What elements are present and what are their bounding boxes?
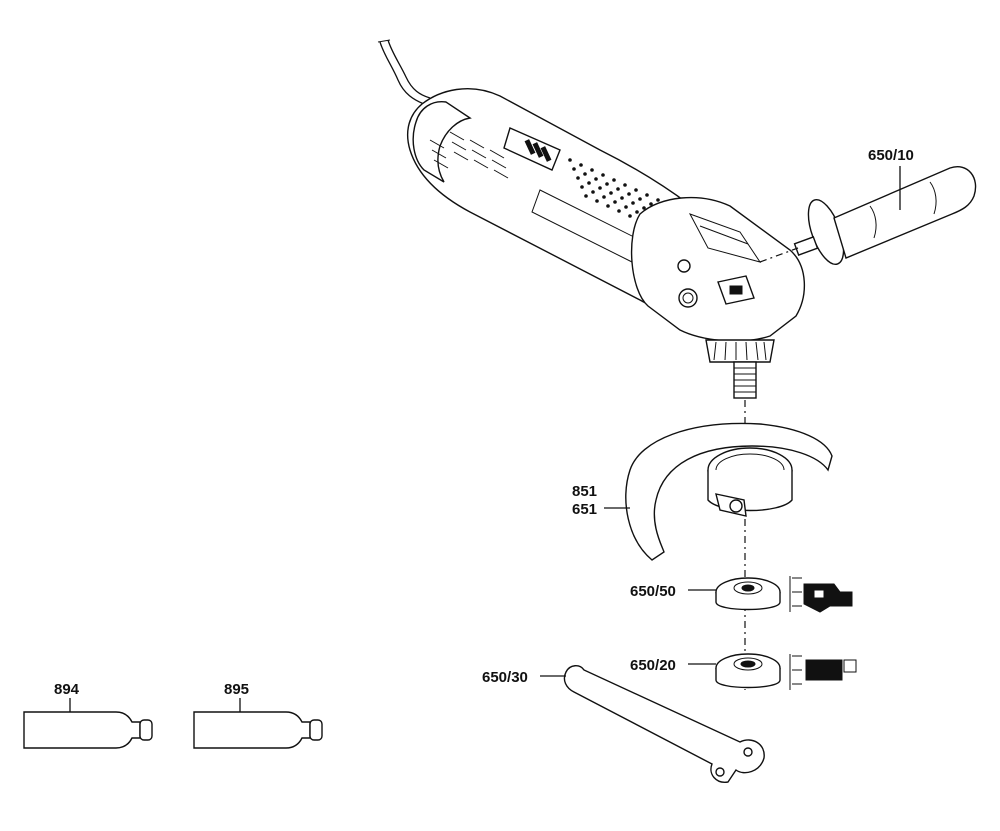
grip-dot bbox=[616, 187, 620, 191]
grip-dot bbox=[649, 202, 653, 206]
grip-dot bbox=[624, 205, 628, 209]
grip-dot bbox=[576, 176, 580, 180]
label-894: 894 bbox=[54, 681, 80, 698]
label-851: 851 bbox=[572, 483, 597, 500]
grip-dot bbox=[601, 173, 605, 177]
grip-dot bbox=[613, 200, 617, 204]
grip-dot bbox=[568, 158, 572, 162]
grip-dot bbox=[620, 196, 624, 200]
mounting-flange-section-icon bbox=[789, 654, 857, 690]
pin-spanner-icon bbox=[563, 665, 765, 783]
label-650-10: 650/10 bbox=[868, 147, 914, 164]
wheel-guard-icon bbox=[625, 422, 833, 561]
label-650-30: 650/30 bbox=[482, 669, 528, 686]
grip-dot bbox=[579, 163, 583, 167]
grip-dot bbox=[591, 190, 595, 194]
grip-dot bbox=[587, 181, 591, 185]
grip-dot bbox=[623, 183, 627, 187]
grip-dot bbox=[627, 192, 631, 196]
leader-lines bbox=[69, 166, 901, 712]
label-650-20: 650/20 bbox=[630, 657, 676, 674]
grip-dot bbox=[628, 214, 632, 218]
power-cord-icon bbox=[377, 39, 431, 105]
grip-dot bbox=[631, 201, 635, 205]
grip-texture bbox=[568, 158, 676, 238]
grip-dot bbox=[612, 178, 616, 182]
grip-dot bbox=[590, 168, 594, 172]
mounting-flange-icon bbox=[715, 653, 781, 689]
grip-dot bbox=[605, 182, 609, 186]
label-895: 895 bbox=[224, 681, 249, 698]
label-650-50: 650/50 bbox=[630, 583, 676, 600]
angle-grinder-icon bbox=[406, 88, 806, 399]
grip-dot bbox=[609, 191, 613, 195]
grip-dot bbox=[635, 210, 639, 214]
grip-dot bbox=[642, 206, 646, 210]
grip-dot bbox=[634, 188, 638, 192]
side-handle-icon bbox=[759, 166, 977, 266]
clamping-nut-section-icon bbox=[789, 576, 853, 613]
grip-dot bbox=[638, 197, 642, 201]
grease-tube-icon bbox=[193, 711, 323, 749]
grip-dot bbox=[584, 194, 588, 198]
grip-dot bbox=[656, 198, 660, 202]
label-651: 651 bbox=[572, 501, 597, 518]
grip-dot bbox=[572, 167, 576, 171]
grip-dot bbox=[602, 195, 606, 199]
grip-dot bbox=[617, 209, 621, 213]
grip-dot bbox=[594, 177, 598, 181]
grip-dot bbox=[598, 186, 602, 190]
grip-dot bbox=[583, 172, 587, 176]
grip-dot bbox=[606, 204, 610, 208]
grip-dot bbox=[645, 193, 649, 197]
grip-dot bbox=[580, 185, 584, 189]
clamping-nut-icon bbox=[715, 577, 781, 611]
grip-dot bbox=[595, 199, 599, 203]
grease-tube-icon bbox=[23, 711, 153, 749]
